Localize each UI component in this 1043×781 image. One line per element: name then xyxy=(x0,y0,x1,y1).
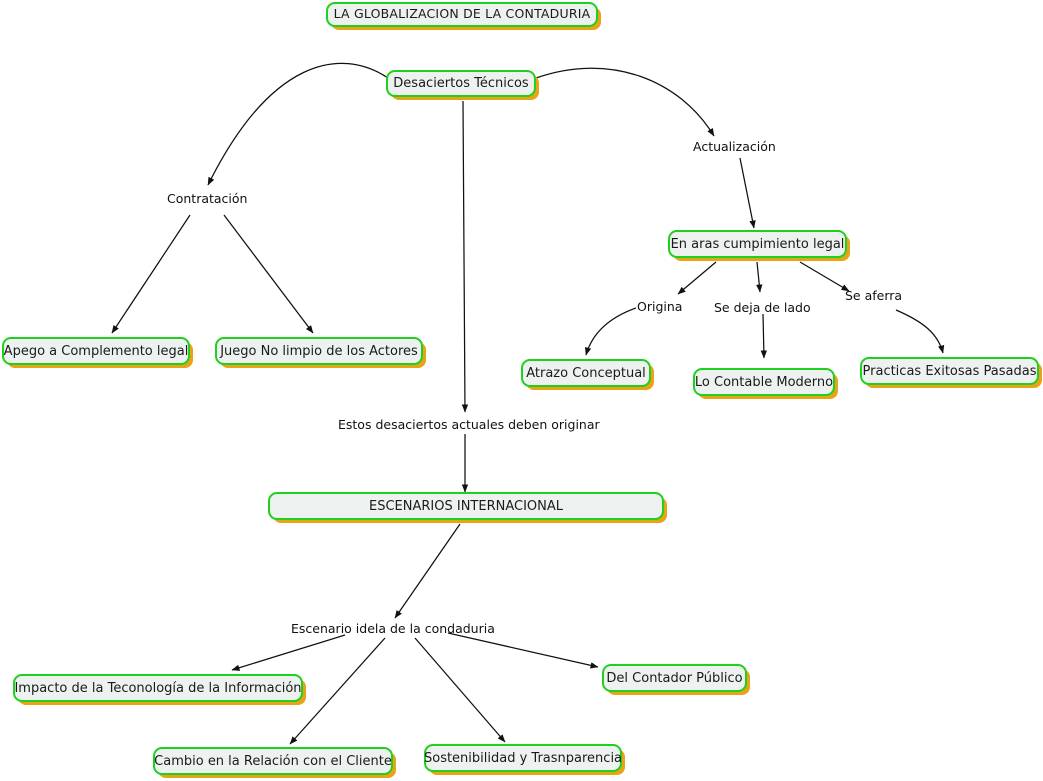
node-label: Apego a Complemento legal xyxy=(3,343,189,359)
node-escenarios-internacional[interactable]: ESCENARIOS INTERNACIONAL xyxy=(268,492,664,520)
node-label: En aras cumpimiento legal xyxy=(670,236,845,252)
node-impacto-de-la-teconologia-de-la-informacion[interactable]: Impacto de la Teconología de la Informac… xyxy=(13,674,303,702)
node-label: Desaciertos Técnicos xyxy=(393,76,529,91)
edge-desaciertos-to-originar xyxy=(461,100,469,413)
edge-label-actualizacion: Actualización xyxy=(693,139,776,154)
node-desaciertos-tecnicos[interactable]: Desaciertos Técnicos xyxy=(386,70,536,97)
edge-label-se-aferra: Se aferra xyxy=(845,288,903,303)
edge-contratacion-to-apego xyxy=(111,214,191,334)
node-label: Atrazo Conceptual xyxy=(526,365,646,381)
node-sostenibilidad-y-trasnparencia[interactable]: Sostenibilidad y Trasnparencia xyxy=(424,744,622,772)
edge-escenarioidela-to-sostenibilidad xyxy=(414,637,506,743)
edge-actualizacion-to-enaras xyxy=(739,157,756,229)
edge-contratacion-to-juego xyxy=(223,214,314,334)
edge-sedeja-to-locontable xyxy=(760,313,768,359)
node-practicas-exitosas-pasadas[interactable]: Practicas Exitosas Pasadas xyxy=(860,357,1039,385)
edge-origina-to-atrazo xyxy=(584,307,637,356)
edge-label-contratacion: Contratación xyxy=(167,191,248,206)
edge-label-text: Origina xyxy=(637,299,683,314)
node-la-globalizacion-de-la-contaduria[interactable]: LA GLOBALIZACION DE LA CONTADURIA xyxy=(326,2,598,27)
node-label: Practicas Exitosas Pasadas xyxy=(862,363,1037,379)
node-del-contador-publico[interactable]: Del Contador Público xyxy=(602,664,747,692)
edge-desaciertos-to-actualizacion xyxy=(535,67,715,137)
node-juego-no-limpio-de-los-actores[interactable]: Juego No limpio de los Actores xyxy=(215,337,423,365)
edge-escenarioidela-to-impacto xyxy=(231,634,346,671)
edge-escenarioidela-to-cambio xyxy=(289,637,386,745)
node-lo-contable-moderno[interactable]: Lo Contable Moderno xyxy=(693,368,835,396)
edge-seaferra-to-practicas xyxy=(895,309,945,354)
edge-label-text: Escenario idela de la condaduria xyxy=(291,621,495,636)
edge-label-text: Actualización xyxy=(693,139,776,154)
node-label: Impacto de la Teconología de la Informac… xyxy=(14,680,302,696)
node-label: LA GLOBALIZACION DE LA CONTADURIA xyxy=(333,6,591,22)
edge-label-origina: Origina xyxy=(637,299,683,314)
edge-label-estos-desaciertos-actuales-deben-originar: Estos desaciertos actuales deben origina… xyxy=(338,417,600,432)
edge-escenarios-to-escenarioidela xyxy=(394,523,461,619)
node-label: Sostenibilidad y Trasnparencia xyxy=(423,750,623,766)
edge-desaciertos-to-contratacion xyxy=(207,62,389,186)
edge-label-text: Se aferra xyxy=(845,288,903,303)
edge-enaras-to-seaferra xyxy=(799,261,850,292)
edge-escenarioidela-to-delcontador xyxy=(447,632,599,669)
edge-label-text: Se deja de lado xyxy=(714,300,811,315)
edge-label-text: Estos desaciertos actuales deben origina… xyxy=(338,417,600,432)
node-cambio-en-la-relacion-con-el-cliente[interactable]: Cambio en la Relación con el Cliente xyxy=(153,747,393,775)
edge-label-escenario-idela-de-la-condaduria: Escenario idela de la condaduria xyxy=(291,621,495,636)
node-label: Juego No limpio de los Actores xyxy=(220,343,418,359)
node-en-aras-cumpimiento-legal[interactable]: En aras cumpimiento legal xyxy=(668,230,847,258)
edge-enaras-to-origina xyxy=(677,261,717,295)
node-label: Lo Contable Moderno xyxy=(694,374,834,390)
edge-enaras-to-sedeja xyxy=(756,261,763,293)
node-apego-a-complemento-legal[interactable]: Apego a Complemento legal xyxy=(2,337,190,365)
edge-label-text: Contratación xyxy=(167,191,248,206)
edge-label-se-deja-de-lado: Se deja de lado xyxy=(714,300,811,315)
node-label: ESCENARIOS INTERNACIONAL xyxy=(369,498,563,514)
node-label: Del Contador Público xyxy=(606,670,743,686)
node-label: Cambio en la Relación con el Cliente xyxy=(154,753,392,769)
node-atrazo-conceptual[interactable]: Atrazo Conceptual xyxy=(521,359,651,387)
